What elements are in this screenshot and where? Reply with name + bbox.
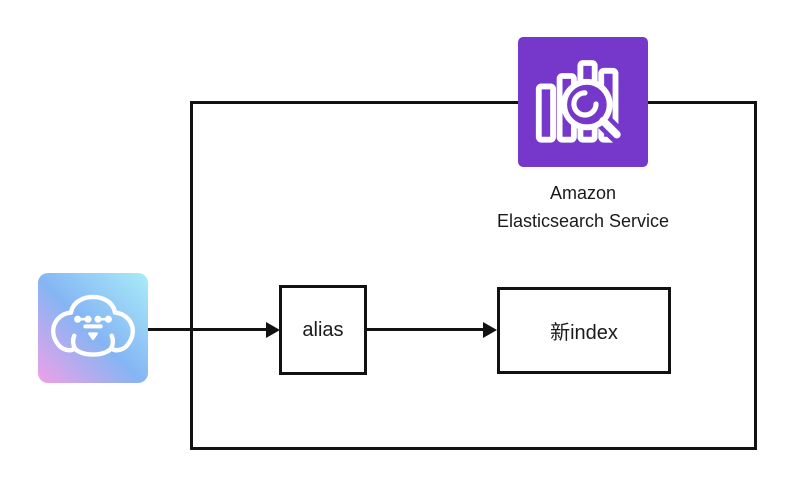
elasticsearch-service-icon: [518, 37, 648, 167]
service-label-line2: Elasticsearch Service: [496, 211, 670, 231]
service-label: Amazon Elasticsearch Service: [448, 179, 718, 235]
arrow-head: [266, 321, 280, 338]
arrow-head: [483, 321, 497, 338]
dog-cloud-mascot-icon: [38, 273, 148, 383]
dog-face-icon: [51, 294, 135, 357]
node-alias-label: alias: [302, 318, 344, 341]
arrow-shaft: [148, 328, 267, 331]
arrow-shaft: [367, 328, 484, 331]
elasticsearch-service-boundary: [190, 101, 757, 450]
node-new-index-label: 新index: [550, 322, 618, 344]
service-label-line1: Amazon: [549, 183, 617, 203]
node-alias: alias: [279, 285, 367, 375]
elasticsearch-magnifier-bar-chart-icon: [518, 37, 648, 167]
node-new-index: 新index: [497, 287, 671, 374]
